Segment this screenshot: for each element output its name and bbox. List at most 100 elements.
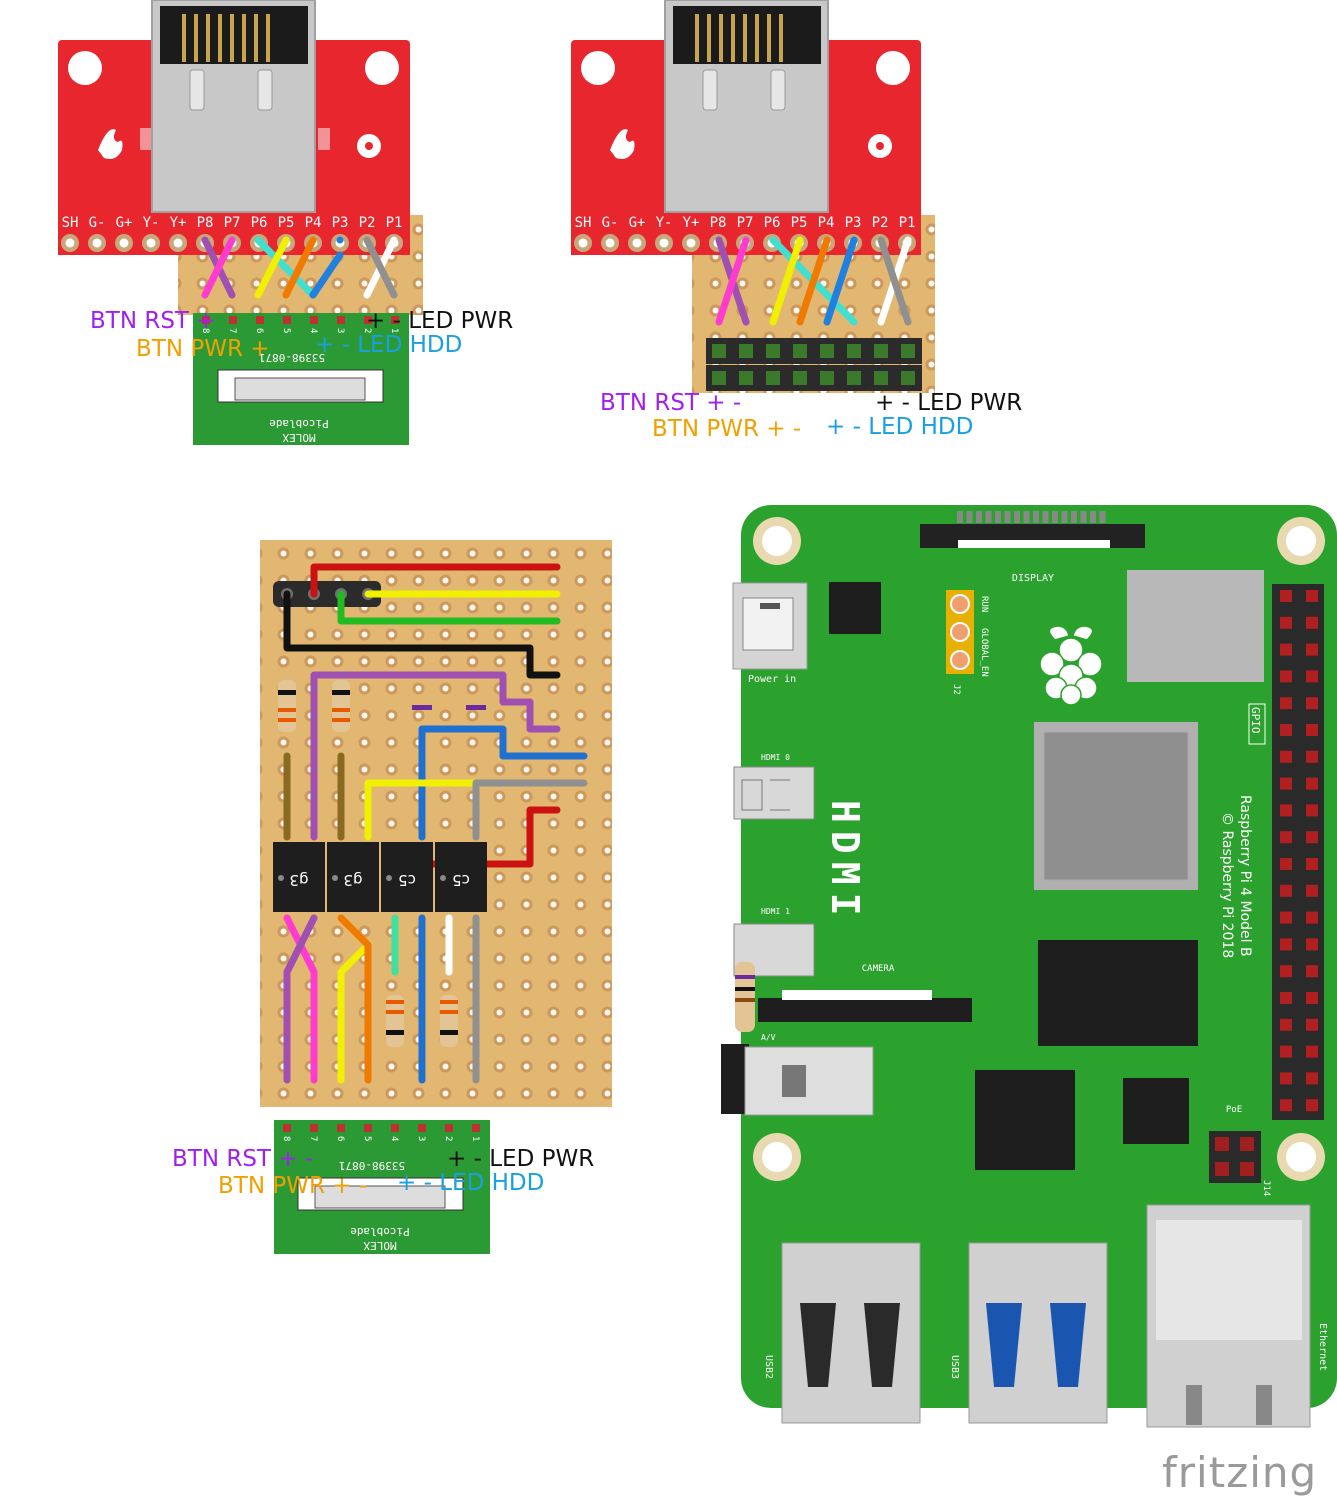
pin-label: P5: [791, 215, 808, 231]
pin-label: G-: [602, 215, 619, 231]
wire-black: [283, 590, 561, 679]
gpio-pin: [1306, 911, 1318, 924]
oshw-gear-icon: [868, 134, 892, 158]
resistor: [735, 962, 755, 1032]
gpio-pin: [1280, 938, 1292, 951]
wire-cyan: [254, 236, 317, 299]
pin-header-2x8: [706, 338, 922, 391]
svg-text:RUN: RUN: [979, 596, 989, 612]
btn-rst-label-2: BTN RST + -: [600, 390, 742, 416]
svg-text:Raspberry Pi 4 Model B: Raspberry Pi 4 Model B: [1237, 795, 1253, 957]
mount-hole: [68, 51, 102, 85]
pin-label: P1: [899, 215, 916, 231]
mount-hole: [365, 51, 399, 85]
gpio-pin: [1306, 724, 1318, 736]
gpio-pin: [1306, 804, 1318, 817]
svg-text:Picoblade: Picoblade: [350, 1225, 410, 1238]
molex-pin-number: 8: [200, 328, 210, 333]
gpio-pin: [1306, 831, 1318, 844]
gpio-pin: [1280, 858, 1292, 870]
gpio-pin: [1280, 965, 1292, 978]
molex-pin-number: 4: [389, 1136, 399, 1141]
svg-text:HDMI: HDMI: [823, 800, 867, 924]
gpio-pin: [1306, 965, 1318, 978]
pin-label: P8: [197, 215, 214, 231]
pin-label: P3: [845, 215, 862, 231]
pin-label: P5: [278, 215, 295, 231]
fritzing-watermark: fritzing: [1162, 1448, 1318, 1497]
pin-label: Y-: [143, 215, 160, 231]
pin-label: Y-: [656, 215, 673, 231]
gpio-pin: [1280, 831, 1292, 844]
gpio-pin: [1280, 992, 1292, 1004]
molex-pin-number: 3: [335, 328, 345, 333]
svg-text:USB2: USB2: [763, 1355, 774, 1379]
wire-purple-2: [283, 914, 318, 1084]
molex-pin-number: 6: [254, 328, 264, 333]
gpio-pin: [1306, 616, 1318, 629]
gpio-pin: [1306, 777, 1318, 790]
pin-label: P7: [737, 215, 754, 231]
raspberry-logo-icon: [1039, 625, 1103, 706]
pin-label: G-: [89, 215, 106, 231]
pin-label: P8: [710, 215, 727, 231]
wire-orange: [282, 236, 317, 299]
wire-orange: [337, 914, 372, 1084]
led-pwr-label-2: + - LED PWR: [875, 390, 1023, 416]
molex-pin-number: 7: [308, 1136, 318, 1141]
gpio-pin: [1306, 858, 1318, 870]
led-hdd-label-1: + - LED HDD: [315, 332, 463, 358]
gpio-pin: [1280, 750, 1292, 763]
molex-pin-number: 2: [362, 328, 372, 333]
svg-text:HDMI 0: HDMI 0: [761, 753, 790, 762]
svg-text:A/V: A/V: [761, 1033, 776, 1042]
svg-text:Power in: Power in: [748, 674, 796, 685]
resistor: [278, 680, 296, 732]
svg-text:GLOBAL_EN: GLOBAL_EN: [979, 628, 989, 677]
gpio-pin: [1306, 992, 1318, 1004]
led-pwr-label-1: + - LED PWR: [366, 308, 514, 334]
svg-text:MOLEX: MOLEX: [363, 1239, 396, 1252]
gpio-header: [1272, 584, 1324, 1120]
btn-rst-label-3: BTN RST + -: [172, 1146, 314, 1172]
gpio-pin: [1280, 911, 1292, 924]
pin-label: G+: [116, 215, 133, 231]
pin-label: Y+: [683, 215, 700, 231]
pin-label: G+: [629, 215, 646, 231]
gpio-pin: [1306, 643, 1318, 656]
gpio-pin: [1306, 697, 1318, 710]
led-pwr-label-3: + - LED PWR: [447, 1146, 595, 1172]
pin-label: P4: [305, 215, 322, 231]
led-hdd-label-2: + - LED HDD: [826, 414, 974, 440]
raspberry-pi-4: DISPLAY RUN GLOBAL_EN J2: [721, 505, 1337, 1428]
svg-text:HDMI 1: HDMI 1: [761, 907, 790, 916]
svg-text:53398-0871: 53398-0871: [339, 1159, 405, 1172]
gpio-pin: [1280, 804, 1292, 817]
molex-pin-number: 6: [335, 1136, 345, 1141]
molex-pin-number: 5: [281, 328, 291, 333]
chip-marking: c5: [398, 871, 416, 889]
pin-label: P1: [386, 215, 403, 231]
btn-pwr-label-1: BTN PWR +: [136, 336, 270, 362]
gpio-pin: [1280, 1099, 1292, 1112]
gpio-pin: [1280, 1045, 1292, 1058]
wire-green: [337, 590, 561, 625]
wire-magenta: [283, 914, 318, 1084]
gpio-pin: [1280, 1072, 1292, 1085]
gpio-pin: [1306, 884, 1318, 897]
resistor: [386, 995, 404, 1047]
molex-pin-number: 5: [362, 1136, 372, 1141]
wire-gray: [472, 779, 588, 841]
pin-label: P6: [251, 215, 268, 231]
wire-magenta: [201, 236, 236, 299]
gpio-pin: [1280, 670, 1292, 683]
svg-text:© Raspberry Pi 2018: © Raspberry Pi 2018: [1219, 812, 1235, 958]
led-hdd-label-3: + - LED HDD: [397, 1170, 545, 1196]
wire-red: [310, 563, 561, 598]
gpio-pin: [1306, 590, 1318, 602]
svg-text:MOLEX: MOLEX: [282, 431, 315, 444]
wire-gray: [363, 236, 398, 299]
